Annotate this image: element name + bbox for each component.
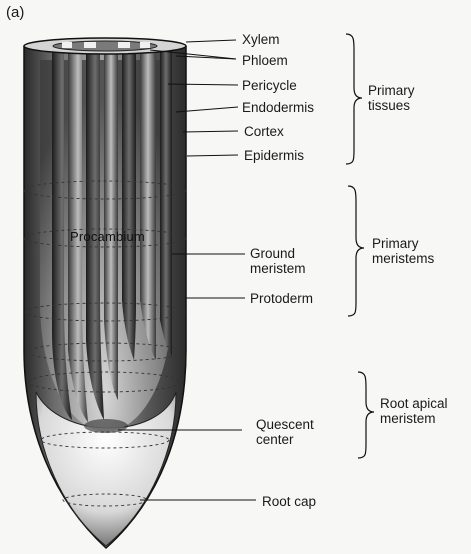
label-xylem: Xylem (242, 32, 280, 47)
stele-stripe (140, 52, 156, 360)
stele-stripe (122, 52, 136, 360)
label-phloem: Phloem (242, 53, 288, 68)
label-pericycle: Pericycle (242, 78, 297, 93)
group-primary-meristems: Primary meristems (372, 236, 434, 266)
group-primary-tissues: Primary tissues (368, 83, 415, 113)
label-cortex: Cortex (244, 124, 284, 139)
label-protoderm: Protoderm (250, 291, 313, 306)
group-root-apical-meristem: Root apical meristem (380, 396, 448, 426)
stele-stripe (160, 52, 172, 356)
label-quiescent-center: Quescent center (256, 417, 314, 447)
label-endodermis: Endodermis (242, 100, 314, 115)
label-procambium: Procambium (70, 229, 145, 244)
quiescent-center-patch (84, 419, 128, 433)
label-root-cap: Root cap (262, 494, 316, 509)
label-ground-meristem: Ground meristem (250, 246, 306, 276)
label-epidermis: Epidermis (244, 148, 304, 163)
